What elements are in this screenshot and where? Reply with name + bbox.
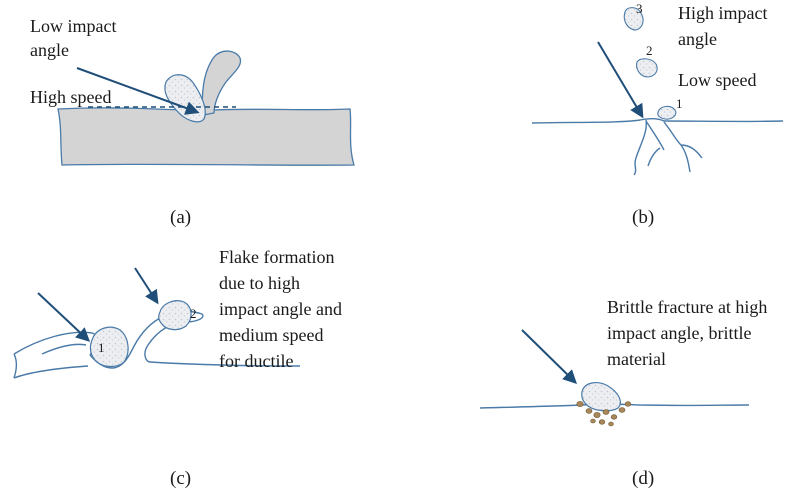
- debris-fragment: [598, 419, 606, 425]
- debris-fragment: [576, 401, 584, 407]
- panel-b-impact-arrow: [597, 41, 644, 119]
- panel-c-impact-arrow-1: [37, 292, 91, 342]
- debris-fragment: [618, 407, 626, 413]
- panel-c-text-line-1: Flake formation: [219, 247, 334, 267]
- panel-b-caption: (b): [632, 207, 654, 228]
- panel-a-label-low-impact: Low impact: [30, 16, 116, 36]
- panel-b-cracks: [633, 119, 703, 176]
- panel-d-particle: [581, 382, 621, 412]
- panel-d-text-line-1: Brittle fracture at high: [607, 297, 767, 317]
- debris-fragment: [610, 414, 618, 420]
- panel-c-particle-1: [89, 326, 129, 368]
- debris-fragment: [624, 401, 632, 407]
- panel-b-num-1: 1: [676, 96, 683, 111]
- panel-b-num-3: 3: [636, 1, 643, 16]
- panel-c-text-line-2: due to high: [219, 273, 300, 293]
- panel-c-impact-arrow-2: [134, 267, 159, 305]
- panel-b: 1 2 3 High impact angle Low speed (b): [531, 1, 784, 228]
- panel-a-material-block: [57, 107, 355, 166]
- panel-c-base-surface: [13, 361, 301, 379]
- debris-fragment: [585, 408, 593, 414]
- panel-c-base-left: [13, 353, 17, 379]
- panel-c-text-line-3: impact angle and: [219, 299, 342, 319]
- panel-a-label-angle: angle: [30, 40, 69, 60]
- panel-d-text-line-2: impact angle, brittle: [607, 323, 751, 343]
- panel-d-caption: (d): [632, 468, 654, 489]
- debris-fragment: [590, 418, 596, 424]
- panel-d: Brittle fracture at high impact angle, b…: [479, 297, 767, 489]
- panel-c-text-line-5: for ductile: [219, 351, 293, 371]
- panel-c-num-1: 1: [98, 340, 105, 355]
- panel-b-surface: [531, 117, 784, 124]
- panel-a: Low impact angle High speed (a): [30, 16, 355, 228]
- panel-d-debris: [576, 401, 632, 427]
- debris-fragment: [602, 409, 610, 415]
- panel-a-caption: (a): [170, 207, 191, 228]
- debris-fragment: [593, 412, 601, 418]
- panel-d-text-line-3: material: [607, 349, 666, 369]
- panel-b-label-low-speed: Low speed: [678, 70, 756, 90]
- panel-c: 1 2 Flake formation due to high impact a…: [13, 247, 342, 489]
- panel-b-particle-1: [657, 105, 677, 120]
- panel-b-label-high-impact: High impact: [678, 3, 767, 23]
- debris-fragment: [608, 421, 614, 427]
- panel-b-particle-2: [636, 58, 658, 78]
- panel-b-label-angle: angle: [678, 29, 717, 49]
- panel-b-particle-3: [623, 7, 644, 31]
- panel-b-num-2: 2: [646, 43, 653, 58]
- panel-a-extruded-lip: [201, 50, 242, 116]
- panel-a-label-high-speed: High speed: [30, 87, 111, 107]
- panel-d-impact-arrow: [521, 329, 577, 384]
- panel-a-impact-arrow: [76, 67, 200, 115]
- panel-c-particle-2: [158, 300, 192, 331]
- panel-c-caption: (c): [170, 468, 191, 489]
- panel-c-num-2: 2: [190, 306, 197, 321]
- panel-c-text-line-4: medium speed: [219, 325, 323, 345]
